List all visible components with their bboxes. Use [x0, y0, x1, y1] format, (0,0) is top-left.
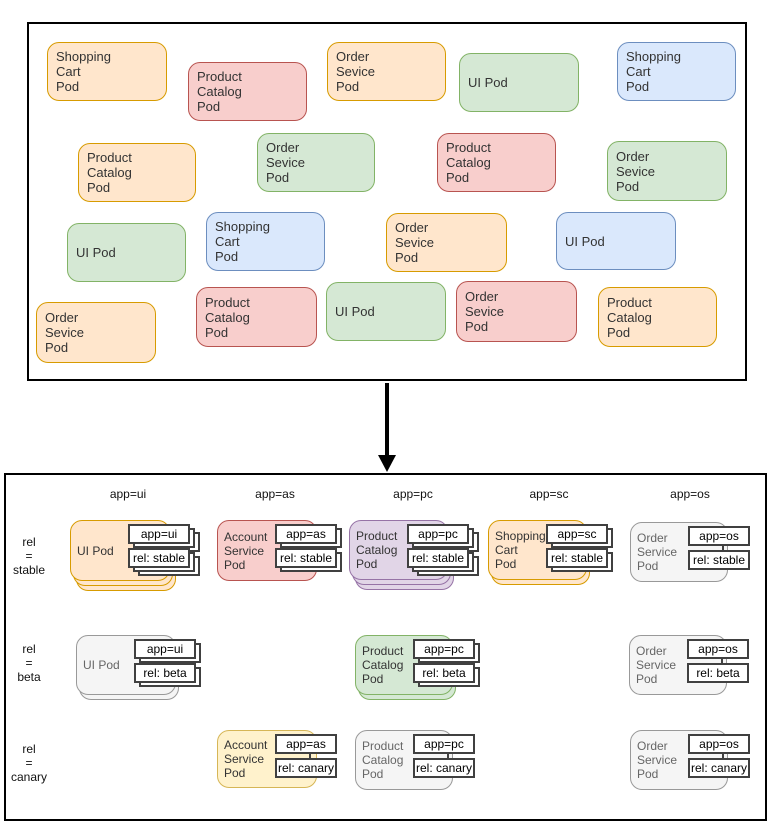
app-label-chip: app=os	[688, 526, 750, 546]
app-label-chip: app=ui	[134, 639, 196, 659]
column-header-app-os: app=os	[670, 487, 710, 501]
rel-label-chip: rel: stable	[407, 548, 469, 568]
pod-ui-pod: UI Pod	[326, 282, 446, 341]
pod-label: UI Pod	[83, 658, 120, 672]
rel-label-chip: rel: canary	[275, 758, 337, 778]
app-label-chip: app=ui	[128, 524, 190, 544]
row-label-stable: rel=stable	[12, 535, 46, 577]
row-label-beta: rel=beta	[17, 642, 41, 684]
rel-label-chip: rel: beta	[413, 663, 475, 683]
column-header-app-as: app=as	[255, 487, 295, 501]
pod-ui-pod: UI Pod	[67, 223, 186, 282]
chip-connector	[721, 658, 723, 664]
chip-connector	[447, 753, 449, 759]
app-label-chip: app=os	[687, 639, 749, 659]
pod-label: UI Pod	[468, 75, 508, 90]
column-header-app-sc: app=sc	[529, 487, 569, 501]
column-header-app-pc: app=pc	[393, 487, 433, 501]
app-label-chip: app=pc	[413, 639, 475, 659]
column-header-app-ui: app=ui	[109, 487, 147, 501]
pod-label: UI Pod	[335, 304, 375, 319]
rel-label-chip: rel: beta	[687, 663, 749, 683]
app-label-chip: app=pc	[407, 524, 469, 544]
rel-label-chip: rel: stable	[546, 548, 608, 568]
pod-label: UI Pod	[77, 543, 114, 558]
chip-connector	[722, 545, 724, 551]
rel-label-chip: rel: stable	[275, 548, 337, 568]
down-arrow-shaft	[385, 383, 389, 455]
rel-label-chip: rel: canary	[688, 758, 750, 778]
chip-connector	[309, 753, 311, 759]
row-label-canary: rel=canary	[10, 742, 48, 784]
app-label-chip: app=sc	[546, 524, 608, 544]
pod-ui-pod: UI Pod	[459, 53, 579, 112]
down-arrow-head-icon	[378, 455, 396, 472]
pod-ui-pod: UI Pod	[556, 212, 676, 270]
rel-label-chip: rel: canary	[413, 758, 475, 778]
app-label-chip: app=pc	[413, 734, 475, 754]
app-label-chip: app=as	[275, 524, 337, 544]
rel-label-chip: rel: beta	[134, 663, 196, 683]
chip-connector	[722, 753, 724, 759]
app-label-chip: app=as	[275, 734, 337, 754]
pod-label: UI Pod	[76, 245, 116, 260]
pod-label: UI Pod	[565, 233, 605, 249]
app-label-chip: app=os	[688, 734, 750, 754]
rel-label-chip: rel: stable	[688, 550, 750, 570]
rel-label-chip: rel: stable	[128, 548, 190, 568]
